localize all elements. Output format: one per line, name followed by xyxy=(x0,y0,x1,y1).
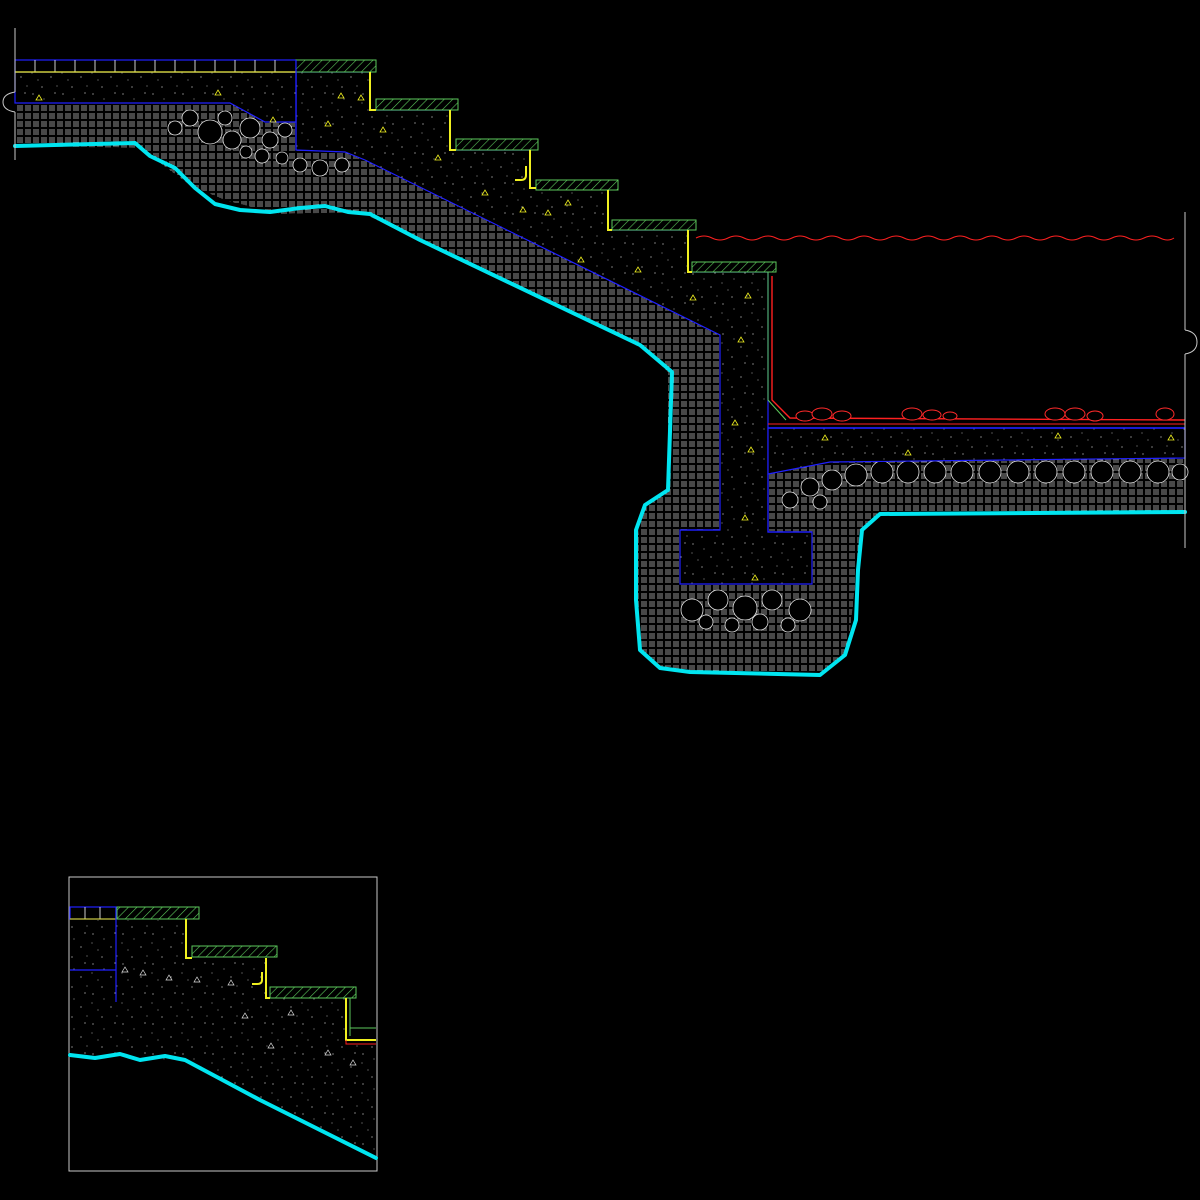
concrete-fill xyxy=(295,71,813,585)
stair-risers xyxy=(369,72,692,273)
aggregate-marks xyxy=(35,89,1175,581)
rubble-fill-lower xyxy=(781,460,1189,510)
detail-risers xyxy=(185,919,376,1045)
soil-boundary-line xyxy=(13,141,1187,677)
rubble-fill-upper xyxy=(167,109,350,177)
blue-outline xyxy=(295,60,812,533)
water-surface-line xyxy=(695,235,1175,241)
detail-concrete xyxy=(70,920,376,1160)
detail-anchor-hook xyxy=(252,972,263,985)
waterproof-membrane xyxy=(771,276,1186,421)
rubble-fill-footing xyxy=(680,589,812,633)
detail-soil-boundary-line xyxy=(68,1052,378,1160)
stair-treads xyxy=(295,59,777,273)
anchor-hook xyxy=(515,166,527,181)
detail-aggregate-marks xyxy=(121,966,357,1066)
detail-inset xyxy=(68,876,378,1172)
detail-paving xyxy=(69,906,117,1002)
detail-treads xyxy=(116,906,357,999)
terrace-paving xyxy=(14,59,297,73)
main-section xyxy=(2,28,1198,677)
frame-ticks xyxy=(2,28,1198,548)
edge-boulders xyxy=(795,407,1175,422)
